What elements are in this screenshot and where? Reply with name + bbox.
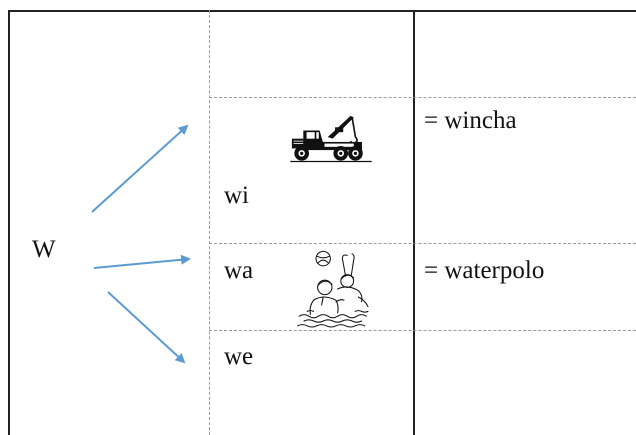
syllable-wi: wi — [224, 182, 249, 209]
row-divider-2 — [209, 243, 636, 244]
waterpolo-players-icon — [297, 250, 369, 328]
word-waterpolo: = waterpolo — [424, 257, 545, 284]
arrow-to-wa — [93, 254, 191, 269]
row-divider-3 — [209, 330, 636, 331]
table-left-border — [8, 10, 10, 435]
row-divider-1 — [209, 97, 636, 98]
tow-truck-icon — [290, 115, 372, 163]
syllable-wa: wa — [224, 257, 254, 284]
table-top-border — [8, 10, 636, 12]
word-wincha: = wincha — [424, 107, 517, 134]
column-divider-right — [413, 10, 415, 435]
syllable-we: we — [224, 343, 254, 370]
letter-w: W — [32, 236, 56, 263]
arrow-to-we — [107, 291, 186, 364]
arrow-to-wi — [91, 124, 189, 213]
column-divider-left — [209, 10, 210, 435]
